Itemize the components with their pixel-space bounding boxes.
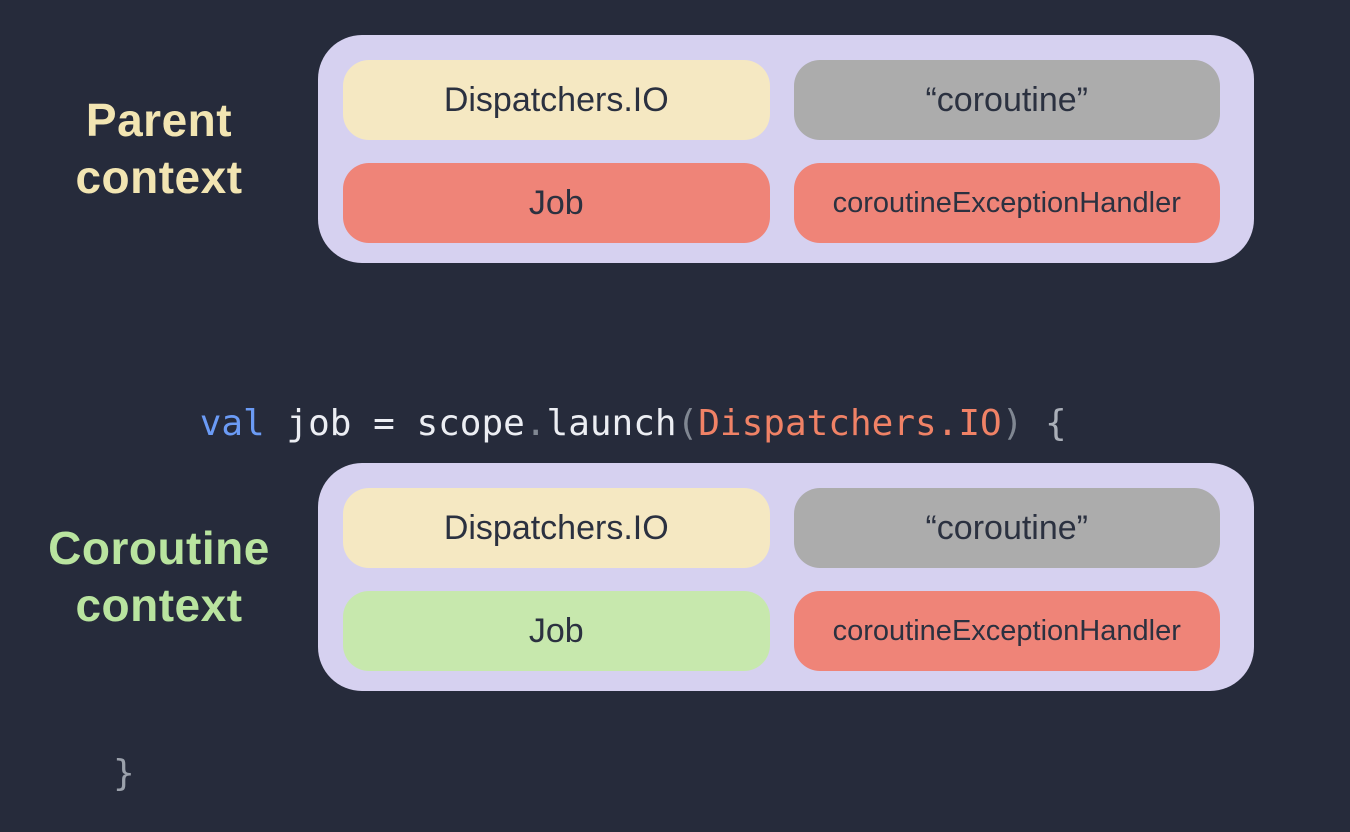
coroutine-pill-dispatchers-io: Dispatchers.IO	[343, 488, 770, 568]
coroutine-context-label-line1: Coroutine	[48, 522, 270, 574]
coroutine-context-label: Coroutine context	[0, 520, 318, 634]
coroutine-pill-job: Job	[343, 591, 770, 671]
parent-context-label-line2: context	[75, 151, 243, 203]
parent-pill-coroutine-name: “coroutine”	[793, 60, 1220, 140]
code-line: val job = scope.launch(Dispatchers.IO) {	[113, 346, 1067, 502]
code-token-close-paren: )	[1001, 403, 1024, 444]
parent-pill-dispatchers-io: Dispatchers.IO	[343, 60, 770, 140]
parent-context-label-line1: Parent	[85, 94, 233, 146]
coroutine-context-section: Coroutine context Dispatchers.IO “corout…	[0, 463, 1254, 691]
coroutine-context-box: Dispatchers.IO “coroutine” Job coroutine…	[318, 463, 1254, 691]
parent-context-section: Parent context Dispatchers.IO “coroutine…	[0, 35, 1254, 263]
parent-context-label: Parent context	[0, 92, 318, 206]
code-token-open-paren: (	[676, 403, 699, 444]
parent-pill-job: Job	[343, 163, 770, 243]
code-token-job-assignment: job = scope	[264, 403, 525, 444]
coroutine-pill-coroutine-name: “coroutine”	[793, 488, 1220, 568]
code-closing-brace: }	[113, 753, 135, 794]
coroutine-context-label-line2: context	[75, 579, 243, 631]
code-token-open-brace: {	[1023, 403, 1067, 444]
code-token-launch: launch	[546, 403, 677, 444]
parent-pill-exception-handler: coroutineExceptionHandler	[793, 163, 1220, 243]
parent-context-box: Dispatchers.IO “coroutine” Job coroutine…	[318, 35, 1254, 263]
code-token-dot: .	[524, 403, 547, 444]
code-token-dispatchers-io-arg: Dispatchers.IO	[698, 403, 1002, 444]
coroutine-pill-exception-handler: coroutineExceptionHandler	[793, 591, 1220, 671]
code-token-val-keyword: val	[199, 403, 265, 444]
